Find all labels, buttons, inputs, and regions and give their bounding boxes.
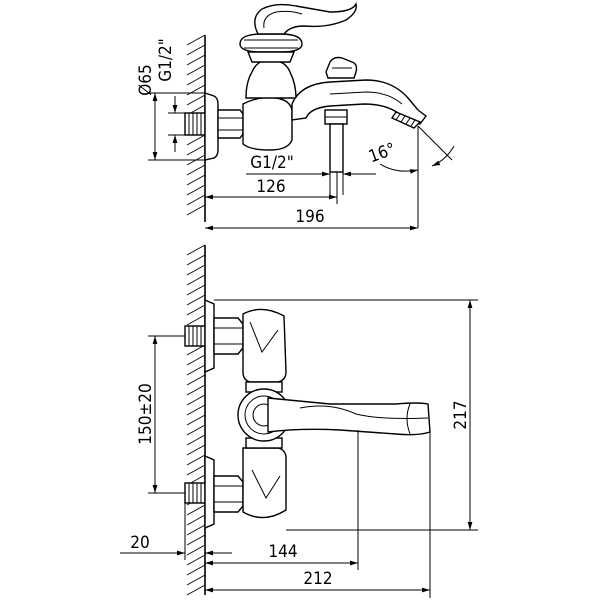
wall-hatch-line bbox=[186, 584, 206, 596]
dim-126: 126 bbox=[205, 172, 338, 204]
wall-hatch-line bbox=[186, 404, 206, 416]
wall-hatch-line bbox=[186, 164, 206, 176]
wall-hatch-line bbox=[186, 294, 206, 306]
wall-hatch-line bbox=[186, 64, 206, 76]
wall-front bbox=[186, 244, 206, 596]
wall-hatch-line bbox=[186, 74, 206, 86]
dim-diameter-65: Ø65 bbox=[136, 64, 205, 161]
center-distance-label: 150±20 bbox=[136, 383, 156, 444]
wall-hatch-line bbox=[186, 304, 206, 316]
dim-thread-left: G1/2" bbox=[156, 38, 185, 152]
wall-hatch-line bbox=[186, 464, 206, 476]
wall-hatch-line bbox=[186, 204, 206, 216]
front-view: 150±20 217 20 144 212 bbox=[120, 244, 478, 598]
inlet-upper bbox=[184, 298, 244, 374]
dim-126-label: 126 bbox=[256, 177, 285, 197]
spout-top bbox=[291, 79, 427, 125]
wall-hatch-line bbox=[186, 414, 206, 426]
inlet-lower bbox=[184, 454, 244, 530]
lever-handle-top bbox=[254, 1, 357, 35]
wall-hatch-line bbox=[186, 284, 206, 296]
shower-outlet-top bbox=[324, 109, 348, 173]
wall-hatch-line bbox=[186, 244, 206, 256]
wall-hatch-line bbox=[186, 34, 206, 46]
dim-196-label: 196 bbox=[295, 207, 324, 227]
wall-hatch-line bbox=[186, 194, 206, 206]
wall-hatch-line bbox=[186, 504, 206, 516]
dim-144: 144 bbox=[205, 430, 359, 570]
wall-hatch-line bbox=[186, 374, 206, 386]
cartridge-tower bbox=[245, 59, 297, 99]
wall-hatch-line bbox=[186, 364, 206, 376]
escutcheon-top bbox=[204, 92, 219, 161]
dim-20: 20 bbox=[120, 503, 232, 560]
diameter-label: Ø65 bbox=[136, 64, 156, 96]
dim-thread-bottom: G1/2" bbox=[246, 153, 376, 195]
wall-hatch-line bbox=[186, 134, 206, 146]
dim-angle: 16° bbox=[366, 125, 455, 228]
wall-hatch-line bbox=[186, 564, 206, 576]
dim-217: 217 bbox=[214, 299, 478, 531]
wall-hatch-line bbox=[186, 574, 206, 586]
wall-hatch-line bbox=[186, 544, 206, 556]
dim-center-distance: 150±20 bbox=[136, 335, 185, 494]
wall-hatch-line bbox=[186, 264, 206, 276]
mixer-body-front bbox=[242, 308, 287, 383]
thread-bottom-label: G1/2" bbox=[250, 153, 294, 173]
top-view: Ø65 G1/2" G1/2" 16° bbox=[136, 1, 455, 231]
wall-hatch-line bbox=[186, 554, 206, 566]
wall-hatch-line bbox=[186, 394, 206, 406]
wall-hatch-line bbox=[186, 434, 206, 446]
wall-hatch-line bbox=[186, 254, 206, 266]
nut-top bbox=[217, 109, 244, 139]
wall-hatch-line bbox=[186, 44, 206, 56]
dim-212-label: 212 bbox=[303, 569, 332, 589]
thread-left-label: G1/2" bbox=[156, 38, 176, 82]
wall-hatch-line bbox=[186, 444, 206, 456]
wall-hatch-line bbox=[186, 184, 206, 196]
spout-front bbox=[267, 397, 431, 436]
dim-196: 196 bbox=[205, 207, 418, 231]
wall-hatch-line bbox=[186, 174, 206, 186]
wall-hatch-line bbox=[186, 424, 206, 436]
wall-hatch-line bbox=[186, 314, 206, 326]
height-label: 217 bbox=[451, 400, 471, 429]
wall-hatch-line bbox=[186, 274, 206, 286]
wall-hatch-line bbox=[186, 534, 206, 546]
inlet-fitting-top bbox=[184, 112, 206, 136]
wall-hatch-line bbox=[186, 144, 206, 156]
dim-144-label: 144 bbox=[268, 542, 297, 562]
wall-hatch-line bbox=[186, 524, 206, 536]
angle-label: 16° bbox=[366, 139, 398, 167]
dim-212: 212 bbox=[205, 432, 431, 598]
wall-hatch-line bbox=[186, 54, 206, 66]
wall-hatch-line bbox=[186, 454, 206, 466]
mixer-body-top bbox=[242, 96, 293, 151]
wall-hatch-line bbox=[186, 354, 206, 366]
wall-hatch-line bbox=[186, 94, 206, 106]
wall-hatch-line bbox=[186, 384, 206, 396]
offset-label: 20 bbox=[130, 533, 149, 553]
wall-hatch-line bbox=[186, 514, 206, 526]
